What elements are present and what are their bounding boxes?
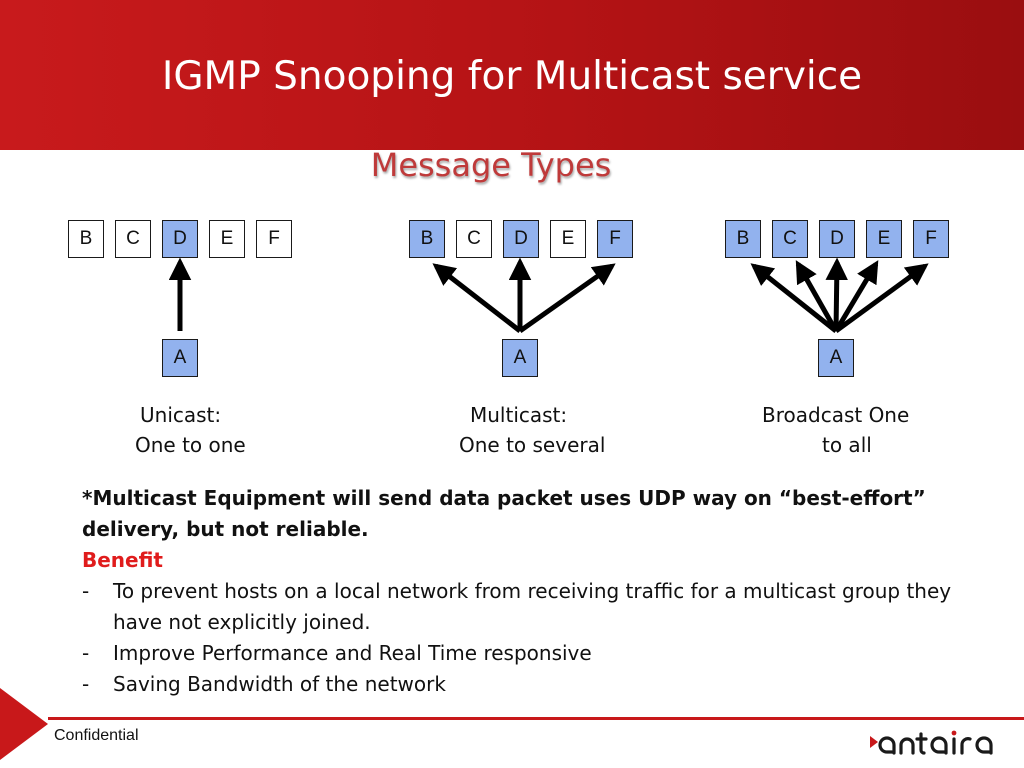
source-node-box: A — [818, 339, 854, 377]
bullet-dash: - — [82, 579, 90, 603]
benefit-item: -Saving Bandwidth of the network — [82, 669, 962, 700]
node-box: F — [597, 220, 633, 258]
node-box: C — [115, 220, 151, 258]
node-box: F — [913, 220, 949, 258]
footer-triangle — [0, 688, 48, 760]
notes-section: *Multicast Equipment will send data pack… — [82, 483, 962, 700]
arrow — [795, 260, 839, 333]
caption-description: One to several — [459, 433, 606, 457]
slide-title: IGMP Snooping for Multicast service — [161, 54, 863, 99]
node-box: C — [456, 220, 492, 258]
bullet-dash: - — [82, 641, 90, 665]
caption-description: One to one — [135, 433, 246, 457]
node-box: D — [503, 220, 539, 258]
caption-type: Multicast: — [470, 403, 568, 427]
confidential-label: Confidential — [54, 727, 139, 744]
antaira-logo: antaira — [870, 730, 993, 755]
benefit-item: -To prevent hosts on a local network fro… — [82, 576, 962, 638]
node-box: B — [409, 220, 445, 258]
node-box: E — [866, 220, 902, 258]
arrow — [825, 257, 848, 332]
footer-divider — [48, 717, 1024, 720]
benefit-text: Saving Bandwidth of the network — [113, 672, 446, 696]
arrow — [432, 263, 522, 333]
benefit-text: To prevent hosts on a local network from… — [113, 579, 952, 634]
title-banner — [0, 0, 1024, 150]
slide-subtitle: Message Types — [370, 146, 612, 184]
benefit-list: -To prevent hosts on a local network fro… — [82, 576, 962, 700]
caption-description: to all — [822, 433, 872, 457]
multicast-note: *Multicast Equipment will send data pack… — [82, 486, 926, 541]
benefit-item: -Improve Performance and Real Time respo… — [82, 638, 962, 669]
caption-type: Unicast: — [140, 403, 222, 427]
node-box: E — [209, 220, 245, 258]
node-box: F — [256, 220, 292, 258]
arrow — [834, 263, 929, 334]
benefit-text: Improve Performance and Real Time respon… — [113, 641, 592, 665]
benefit-heading: Benefit — [82, 548, 163, 572]
bullet-dash: - — [82, 672, 90, 696]
arrow — [518, 263, 616, 334]
caption-type: Broadcast One — [762, 403, 910, 427]
node-box: C — [772, 220, 808, 258]
arrow — [750, 263, 838, 333]
source-node-box: A — [162, 339, 198, 377]
node-box: D — [819, 220, 855, 258]
source-node-box: A — [502, 339, 538, 377]
node-box: E — [550, 220, 586, 258]
node-box: B — [725, 220, 761, 258]
arrow — [833, 260, 879, 333]
node-box: B — [68, 220, 104, 258]
node-box: D — [162, 220, 198, 258]
